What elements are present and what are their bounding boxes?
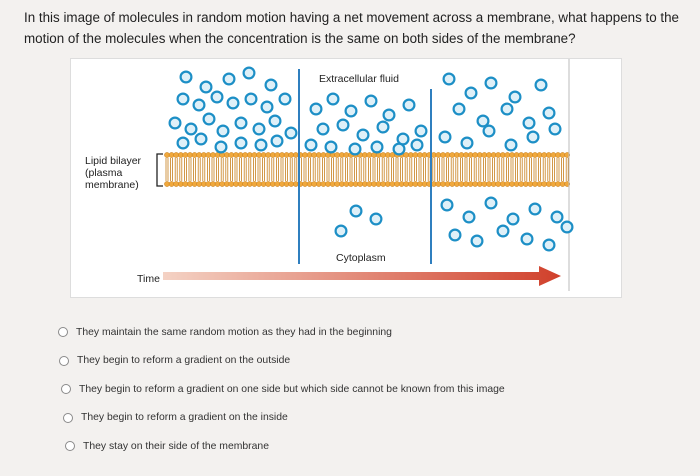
extracellular-label: Extracellular fluid <box>319 73 399 85</box>
time-arrow <box>163 266 561 286</box>
radio-icon[interactable] <box>59 355 69 366</box>
option-label: They begin to reform a gradient on one s… <box>79 383 505 395</box>
option-2[interactable]: They begin to reform a gradient on the o… <box>59 347 505 376</box>
cytoplasm-label: Cytoplasm <box>336 252 386 264</box>
option-4[interactable]: They begin to reform a gradient on the i… <box>63 404 505 433</box>
option-label: They stay on their side of the membrane <box>83 440 269 452</box>
answer-options: They maintain the same random motion as … <box>58 318 505 461</box>
question-text: In this image of molecules in random mot… <box>24 10 680 46</box>
time-label: Time <box>137 273 160 285</box>
option-5[interactable]: They stay on their side of the membrane <box>65 432 505 461</box>
option-label: They begin to reform a gradient on the i… <box>81 412 288 424</box>
radio-icon[interactable] <box>61 384 71 395</box>
diffusion-diagram <box>156 59 574 291</box>
option-label: They begin to reform a gradient on the o… <box>77 355 291 367</box>
option-3[interactable]: They begin to reform a gradient on one s… <box>61 375 505 404</box>
option-1[interactable]: They maintain the same random motion as … <box>58 318 505 347</box>
radio-icon[interactable] <box>58 327 68 338</box>
time-step-dividers <box>298 59 570 291</box>
radio-icon[interactable] <box>63 412 73 423</box>
bilayer-bracket <box>156 153 163 187</box>
radio-icon[interactable] <box>65 441 75 452</box>
lipid-bilayer <box>164 152 571 187</box>
molecules <box>168 66 574 252</box>
option-label: They maintain the same random motion as … <box>76 326 392 338</box>
diffusion-figure: Extracellular fluid Lipid bilayer (plasm… <box>70 58 622 298</box>
lipid-bilayer-label: Lipid bilayer (plasma membrane) <box>85 155 142 191</box>
